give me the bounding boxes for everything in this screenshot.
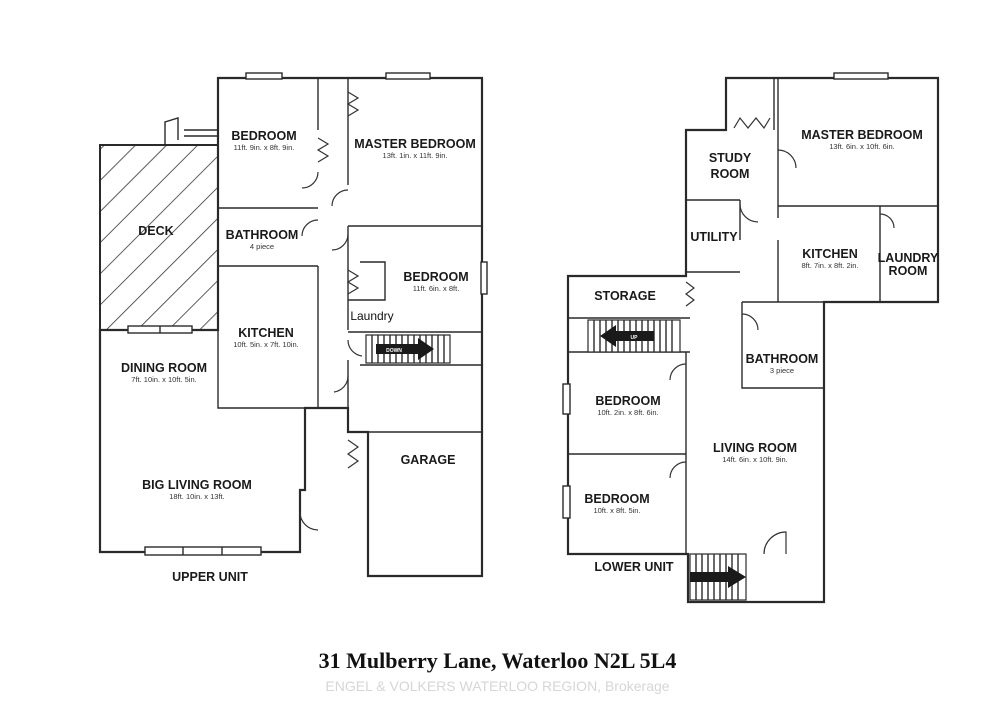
window — [562, 383, 571, 415]
room-name: BEDROOM — [403, 270, 468, 284]
window — [144, 546, 262, 556]
room-name: LIVING ROOM — [713, 441, 797, 455]
closet-door — [316, 137, 330, 163]
room-dims: 18ft. 10in. x 13ft. — [169, 492, 224, 501]
door-swing — [777, 149, 797, 169]
room-name: LAUNDRY — [878, 251, 939, 265]
room-name: Laundry — [350, 309, 393, 323]
lower-unit-plan: UP STUDY ROOM MASTER BEDROOM 13ft. 6in. … — [562, 72, 940, 604]
room-name: STORAGE — [594, 289, 656, 303]
room-dims: 13ft. 6in. x 10ft. 6in. — [829, 142, 894, 151]
room-name: BEDROOM — [231, 129, 296, 143]
window — [385, 72, 431, 80]
closet — [348, 261, 386, 301]
brokerage-watermark: ENGEL & VOLKERS WATERLOO REGION, Brokera… — [325, 678, 670, 694]
closet-door — [685, 281, 695, 307]
closet-door — [733, 116, 771, 130]
room-name: BATHROOM — [746, 352, 819, 366]
deck-area — [99, 144, 219, 331]
door-swing — [331, 233, 349, 251]
door-swing — [669, 461, 687, 479]
stairs-up-arrow — [600, 325, 654, 347]
door-swing — [301, 219, 319, 237]
door-swing — [741, 313, 759, 331]
room-dims: 11ft. 6in. x 8ft. — [413, 284, 460, 293]
closet-door — [346, 439, 360, 469]
stairs-up-label: UP — [631, 335, 639, 341]
room-name: BIG LIVING ROOM — [142, 478, 252, 492]
deck-railing — [164, 117, 218, 145]
stairs-up: UP — [587, 319, 681, 353]
closet-door — [346, 269, 360, 295]
unit-label: LOWER UNIT — [594, 560, 674, 574]
room-name: BEDROOM — [595, 394, 660, 408]
room-dims: 10ft. 5in. x 7ft. 10in. — [233, 340, 298, 349]
room-name: ROOM — [889, 264, 928, 278]
door-swing — [739, 203, 759, 223]
door-swing — [763, 531, 787, 555]
room-dims: 10ft. 2in. x 8ft. 6in. — [597, 408, 658, 417]
door-swing — [301, 171, 319, 189]
unit-label: UPPER UNIT — [172, 570, 248, 584]
stairs-down: DOWN — [365, 334, 451, 364]
room-dims: 7ft. 10in. x 10ft. 5in. — [131, 375, 196, 384]
door-swing — [669, 363, 687, 381]
room-name: MASTER BEDROOM — [801, 128, 923, 142]
lower-outer-wall — [566, 76, 940, 604]
door-swing — [299, 511, 319, 531]
upper-unit-plan: DOWN BEDROOM 11ft. 9in. x 8ft. 9in. MAST… — [98, 72, 488, 584]
room-dims: 4 piece — [250, 242, 274, 251]
door-swing — [879, 213, 895, 229]
room-name: UTILITY — [690, 230, 738, 244]
room-dims: 8ft. 7in. x 8ft. 2in. — [801, 261, 858, 270]
room-dims: 14ft. 6in. x 10ft. 9in. — [722, 455, 787, 464]
room-name: KITCHEN — [238, 326, 294, 340]
room-name: DECK — [138, 224, 173, 238]
door-swing — [331, 189, 349, 207]
window — [562, 485, 571, 519]
room-name: GARAGE — [401, 453, 456, 467]
entry-arrow — [690, 566, 746, 588]
room-name: STUDY — [709, 151, 752, 165]
room-dims: 13ft. 1in. x 11ft. 9in. — [383, 151, 448, 160]
entry-stairs — [689, 553, 747, 601]
room-name: MASTER BEDROOM — [354, 137, 476, 151]
room-dims: 10ft. x 8ft. 5in. — [593, 506, 640, 515]
room-name: DINING ROOM — [121, 361, 207, 375]
closet-door — [346, 91, 360, 117]
window — [480, 261, 488, 295]
room-name: BEDROOM — [584, 492, 649, 506]
property-address: 31 Mulberry Lane, Waterloo N2L 5L4 — [318, 648, 677, 673]
room-dims: 11ft. 9in. x 8ft. 9in. — [234, 143, 295, 152]
room-dims: 3 piece — [770, 366, 794, 375]
stairs-down-arrow — [376, 338, 434, 360]
door-swing — [333, 375, 349, 393]
window — [245, 72, 283, 80]
upper-interior-walls — [217, 78, 482, 433]
room-name: KITCHEN — [802, 247, 858, 261]
room-name: ROOM — [711, 167, 750, 181]
door-swing — [347, 339, 363, 357]
room-name: BATHROOM — [226, 228, 299, 242]
stairs-down-label: DOWN — [386, 348, 402, 354]
window — [833, 72, 889, 80]
